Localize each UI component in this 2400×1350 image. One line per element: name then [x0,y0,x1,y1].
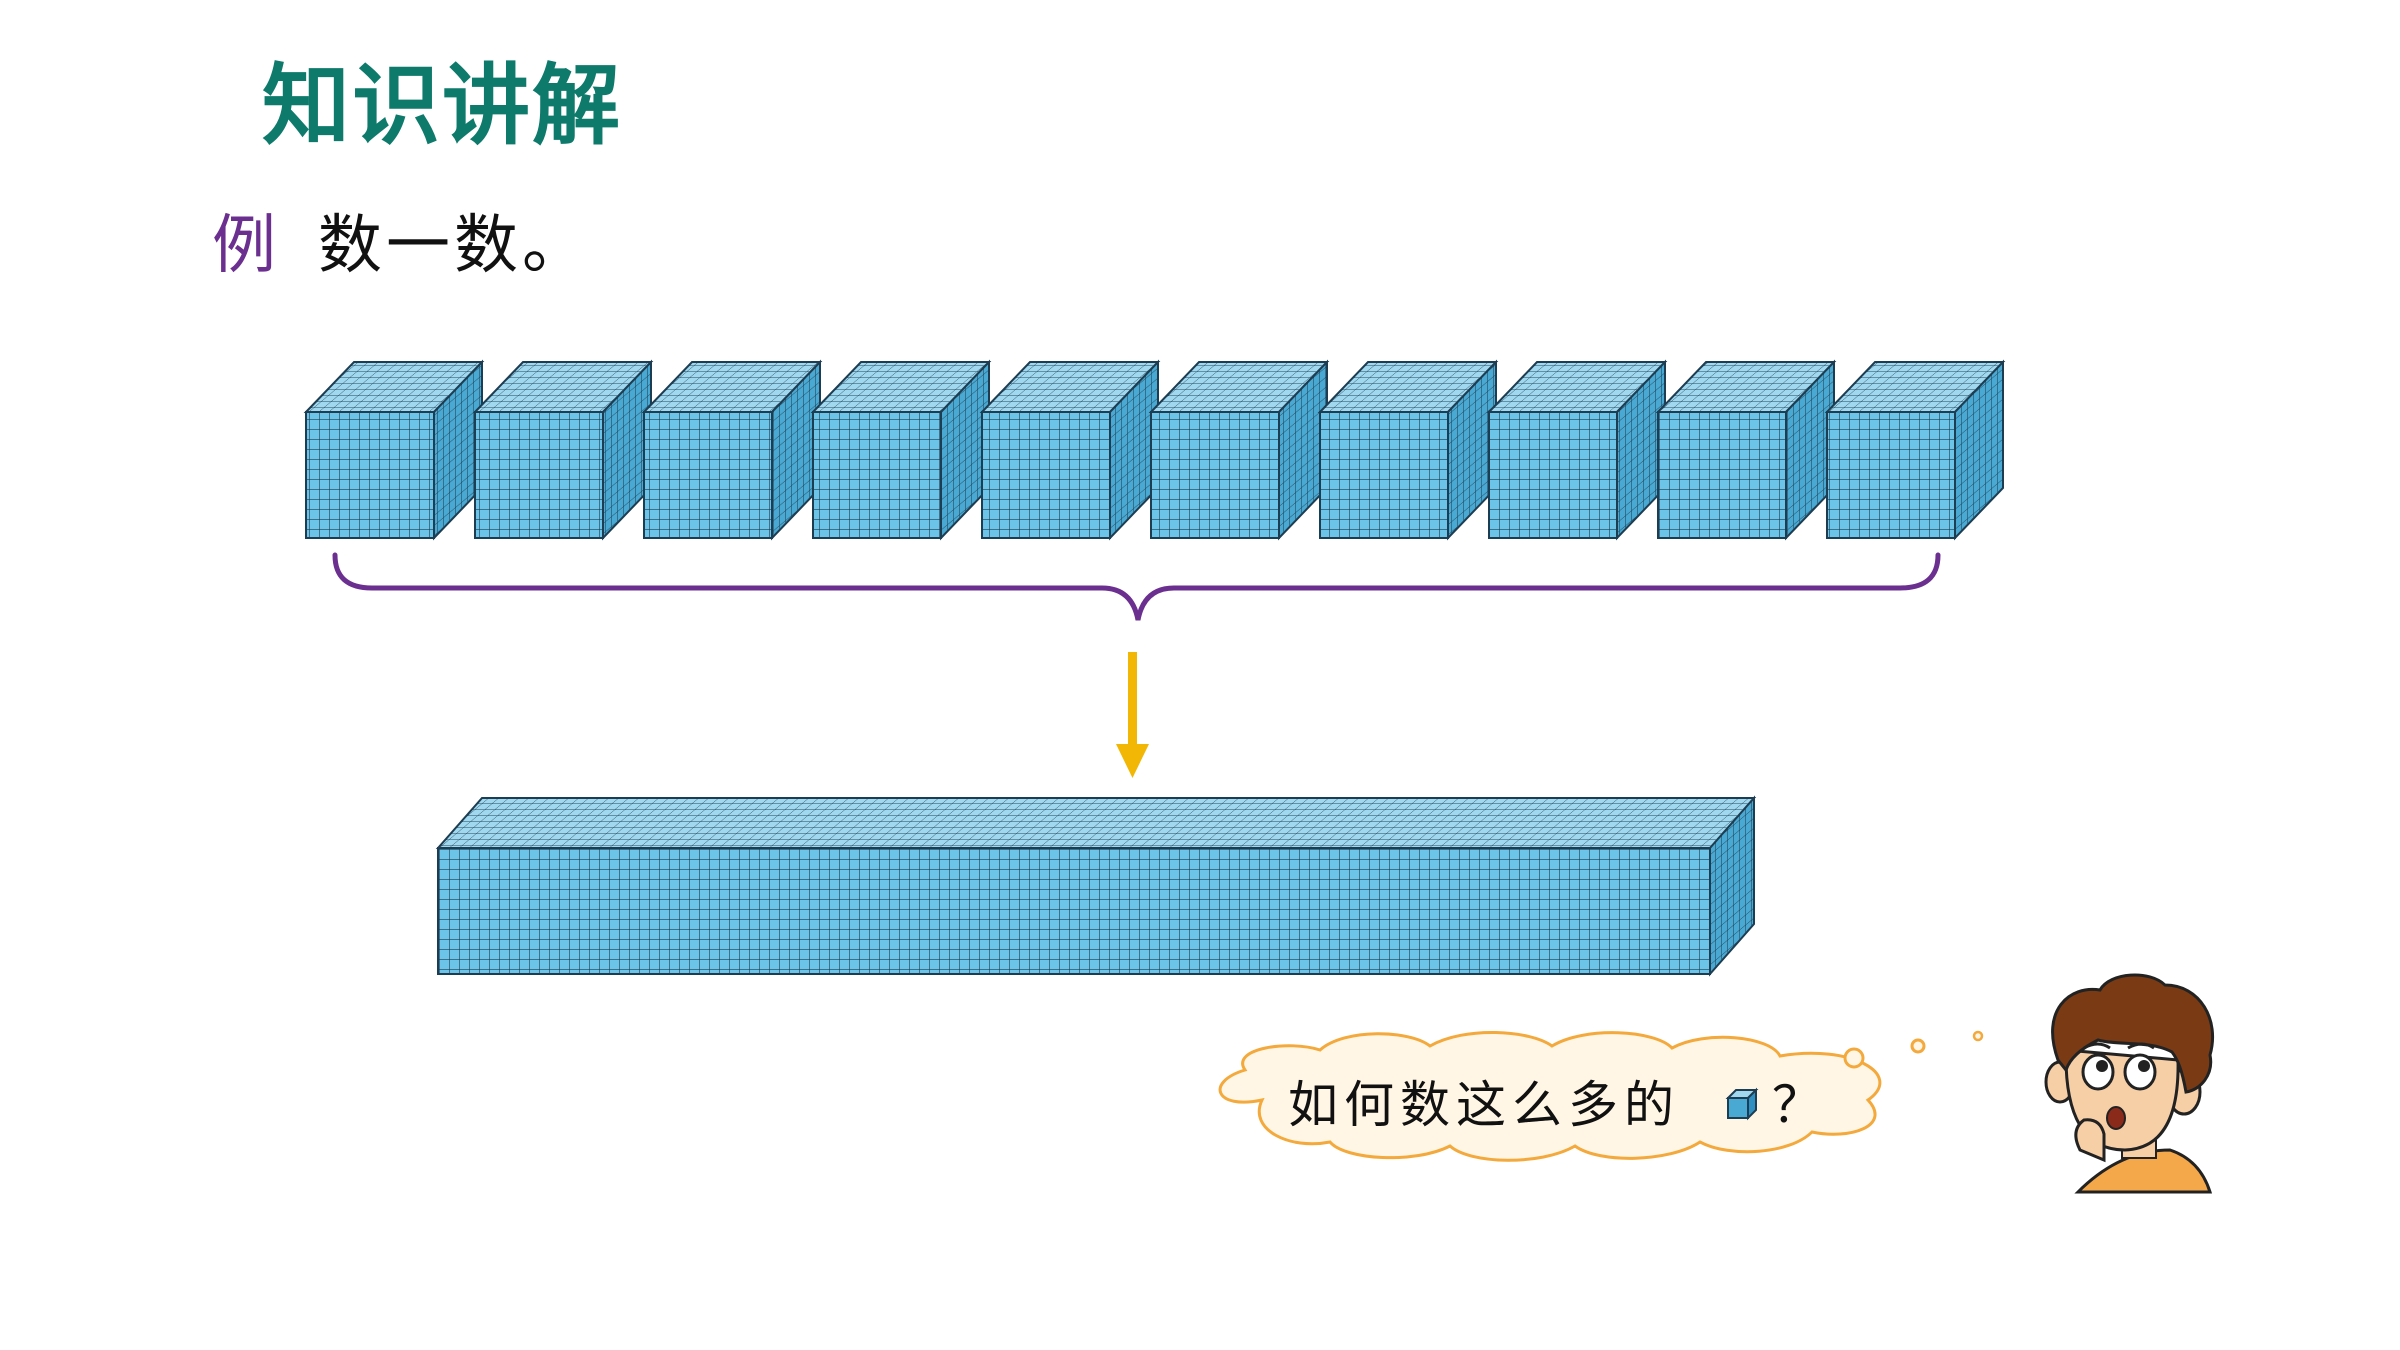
thought-cloud: 如何数这么多的 ？ [1218,1030,1984,1162]
example-text: 数一数。 [318,209,590,283]
example-label: 例 [212,209,276,283]
blue-cube-icon [1725,1087,1759,1121]
thousand-cube-block [1486,359,1668,541]
thousand-cube-block [303,359,485,541]
thousand-cube-block [641,359,823,541]
down-arrow-icon [1116,652,1149,778]
thousand-cube-block [979,359,1161,541]
thousand-cube-block [1317,359,1499,541]
thousand-cube-block [1824,359,2006,541]
thousand-cube-block [810,359,992,541]
thinking-boy-illustration [2044,973,2215,1194]
thousand-cube-block [1655,359,1837,541]
curly-brace [332,552,1941,621]
thought-question: 如何数这么多的 [1288,1076,1680,1134]
thought-bubble-dot [1910,1038,1926,1054]
thousand-cube-block [472,359,654,541]
thousand-blocks-row [303,359,2006,541]
thousand-cube-block [1148,359,1330,541]
thought-question-mark: ？ [1772,1076,1822,1134]
combined-ten-thousand-block [435,795,1757,977]
thought-bubble-dot [1843,1047,1865,1069]
thought-bubble-dot [1972,1030,1984,1042]
page-title: 知识讲解 [262,54,623,157]
